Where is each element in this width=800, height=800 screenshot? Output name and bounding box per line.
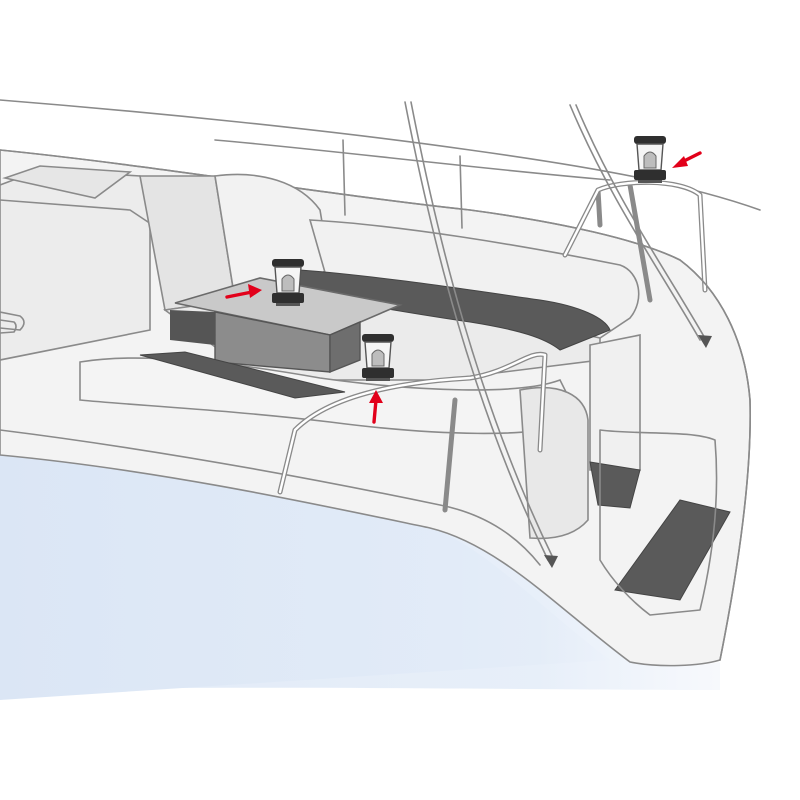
stern-curve <box>679 259 752 661</box>
arrow-down-left-icon <box>672 151 702 168</box>
table-side <box>329 320 361 374</box>
arrow-right-icon <box>225 284 262 299</box>
chainplate-left <box>544 555 558 568</box>
transom-step-upper <box>589 461 641 509</box>
lantern-rail <box>361 333 395 382</box>
cabin-hatch <box>2 165 133 199</box>
lantern-icon <box>633 135 667 184</box>
lantern-icon <box>361 333 395 382</box>
transom-step-lower <box>614 499 731 601</box>
port-seat-mat <box>139 351 346 399</box>
cabin-top <box>0 169 151 361</box>
stern-bench <box>589 334 641 471</box>
transom-outline <box>599 429 718 616</box>
chainplate-right <box>698 335 712 348</box>
helm-pedestal <box>519 386 589 540</box>
hull-chine <box>0 429 541 566</box>
lantern-pushpit <box>633 135 667 184</box>
hull-lower <box>0 455 720 690</box>
toe-rail-line <box>214 139 611 181</box>
table-leg-shadow <box>170 310 215 345</box>
backstay-left-b <box>410 101 555 561</box>
stanchion-post <box>342 139 346 216</box>
porthole-2 <box>0 319 17 334</box>
stanchion-post-2 <box>459 155 463 229</box>
arrow-up-icon <box>369 390 383 424</box>
lantern-table <box>271 258 305 307</box>
deck-edge-line <box>0 149 681 261</box>
lantern-icon <box>271 258 305 307</box>
backstay-right <box>569 104 701 341</box>
backstay-right-b <box>575 104 707 341</box>
porthole <box>0 311 25 331</box>
backstay-left <box>404 101 549 561</box>
